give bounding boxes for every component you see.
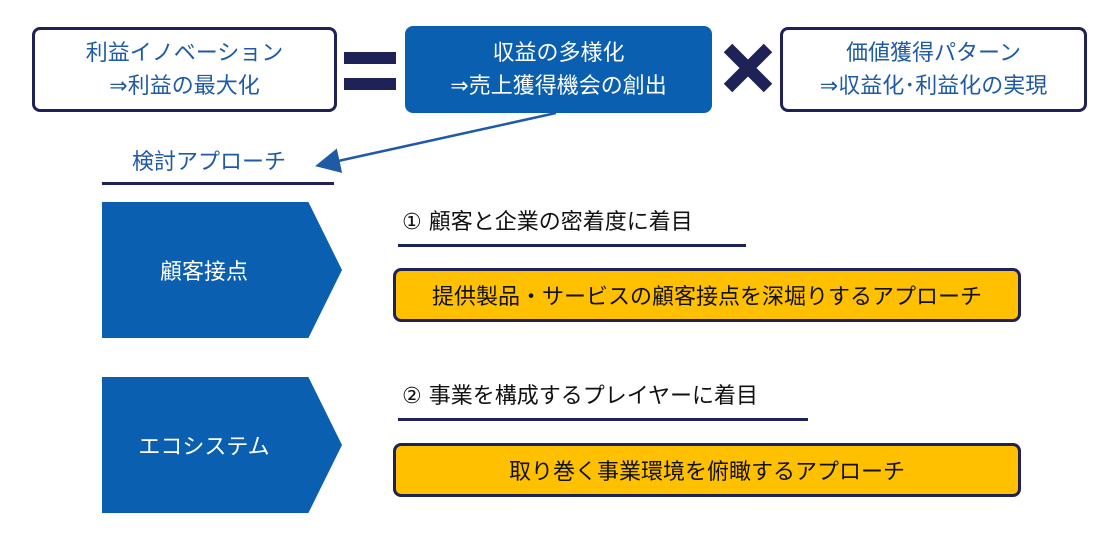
equals-icon (344, 52, 396, 90)
profit-innovation-box: 利益イノベーション ⇒利益の最大化 (32, 27, 337, 112)
revenue-diversification-title: 収益の多様化 (492, 40, 625, 66)
description-text: 提供製品・サービスの顧客接点を深堀りするアプローチ (431, 285, 982, 310)
approach-description-2: 取り巻く事業環境を俯瞰するアプローチ (393, 443, 1021, 497)
revenue-diversification-box: 収益の多様化 ⇒売上獲得機会の創出 (405, 26, 712, 113)
multiply-icon (723, 43, 773, 93)
approach-description-1: 提供製品・サービスの顧客接点を深堀りするアプローチ (393, 268, 1021, 322)
sales-opportunity-text: ⇒売上獲得機会の創出 (450, 73, 667, 99)
ecosystem-chevron: エコシステム (102, 377, 342, 513)
customer-contact-chevron: 顧客接点 (102, 202, 342, 338)
chevron-label: 顧客接点 (159, 260, 248, 285)
focus-title-2: ② 事業を構成するプレイヤーに着目 (398, 377, 808, 421)
value-capture-title: 価値獲得パターン (846, 40, 1021, 66)
description-text: 取り巻く事業環境を俯瞰するアプローチ (508, 460, 905, 485)
focus-title-1: ① 顧客と企業の密着度に着目 (398, 203, 746, 247)
equals-bar-bottom (344, 78, 396, 90)
chevron-label: エコシステム (138, 435, 270, 460)
approach-heading: 検討アプローチ (102, 147, 334, 185)
profit-maximization-text: ⇒利益の最大化 (109, 73, 260, 99)
monetization-text: ⇒収益化･利益化の実現 (819, 73, 1048, 99)
profit-innovation-title: 利益イノベーション (85, 40, 284, 66)
equals-bar-top (344, 52, 396, 64)
value-capture-box: 価値獲得パターン ⇒収益化･利益化の実現 (780, 27, 1087, 112)
